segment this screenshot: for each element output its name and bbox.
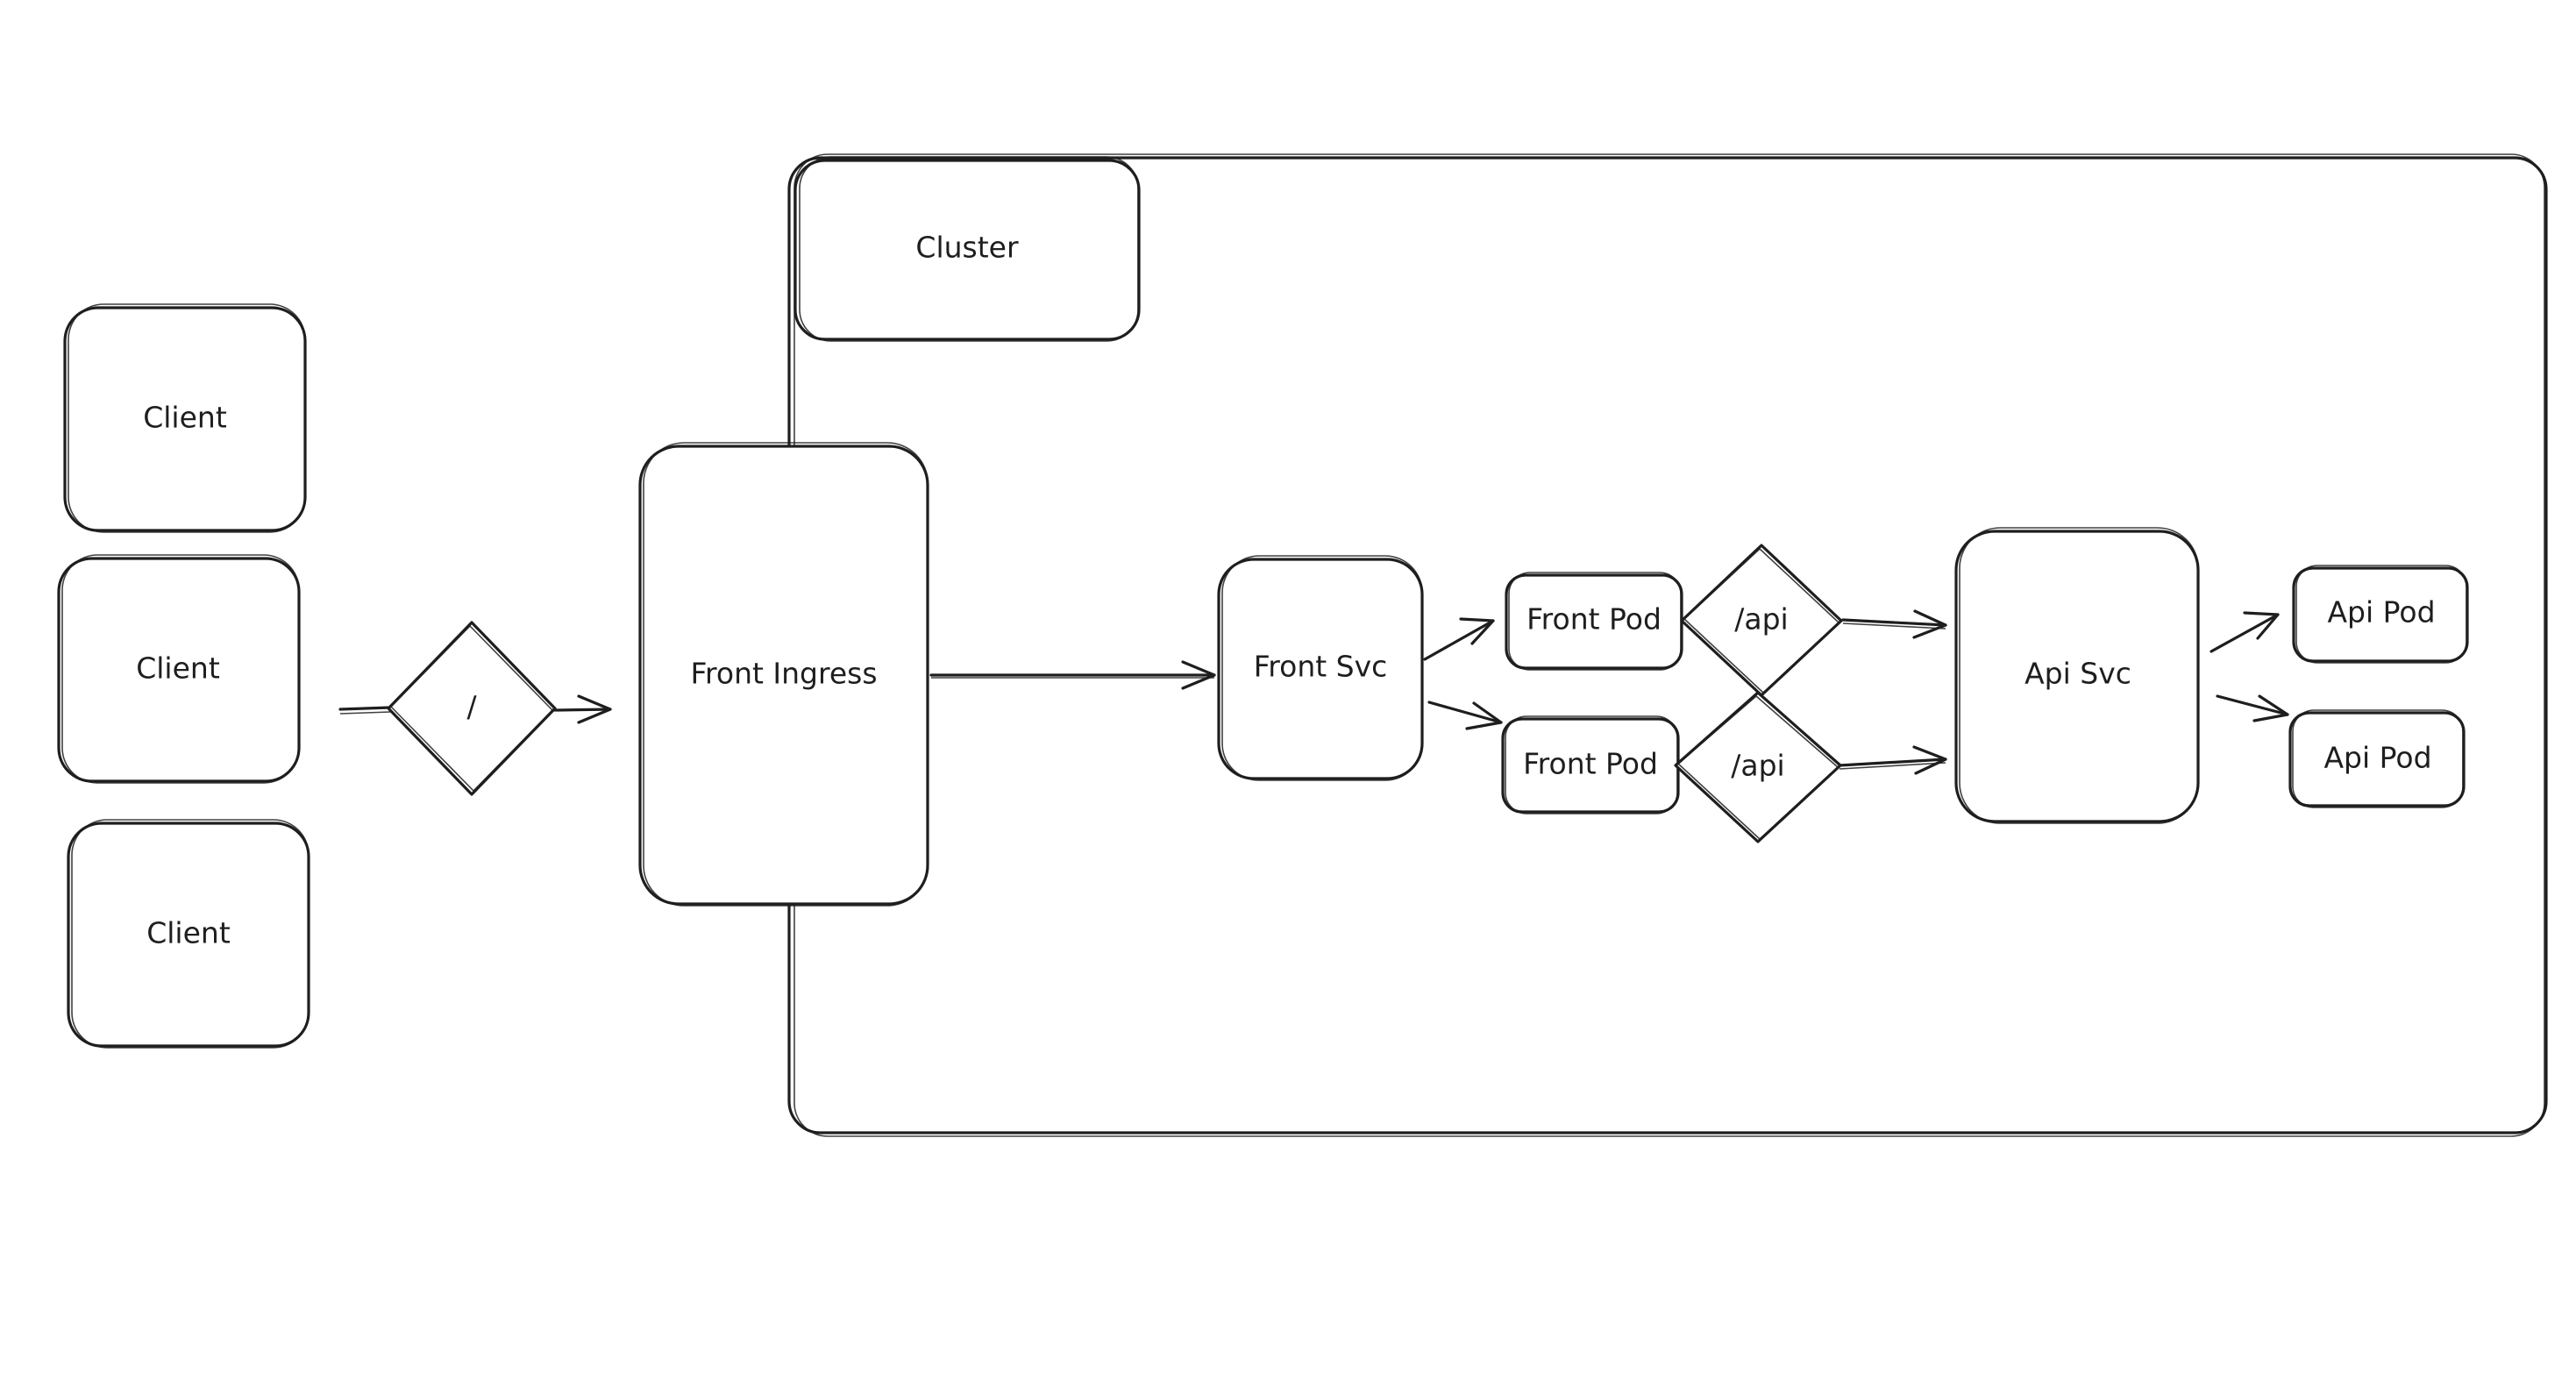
- client-label: Client: [146, 916, 231, 950]
- front-pod-label: Front Pod: [1523, 747, 1658, 781]
- api-pod-node[interactable]: Api Pod: [2288, 709, 2466, 808]
- front-pod-label: Front Pod: [1526, 602, 1662, 637]
- cluster-label-box[interactable]: Cluster: [793, 156, 1141, 342]
- api-route-to-api-svc-arrow[interactable]: [1838, 745, 1947, 775]
- api-pod-node[interactable]: Api Pod: [2292, 565, 2469, 664]
- front-ingress-node[interactable]: Front Ingress: [638, 442, 929, 907]
- cluster-label: Cluster: [915, 231, 1019, 265]
- api-route-label: /api: [1731, 749, 1784, 783]
- api-pod-label: Api Pod: [2327, 595, 2435, 630]
- front-svc-node[interactable]: Front Svc: [1217, 555, 1424, 781]
- api-svc-to-api-pod-arrow[interactable]: [2216, 694, 2289, 722]
- front-svc-label: Front Svc: [1254, 650, 1388, 684]
- client-label: Client: [136, 651, 220, 686]
- client-node[interactable]: Client: [63, 303, 307, 533]
- api-svc-node[interactable]: Api Svc: [1954, 527, 2200, 824]
- client-label: Client: [143, 401, 227, 435]
- api-route-decision[interactable]: /api: [1674, 691, 1842, 843]
- client-node[interactable]: Client: [57, 554, 301, 784]
- front-ingress-label: Front Ingress: [690, 657, 877, 691]
- client-to-route-edge[interactable]: [338, 706, 392, 715]
- ingress-to-front-svc-arrow[interactable]: [929, 660, 1216, 690]
- front-pod-node[interactable]: Front Pod: [1501, 715, 1680, 814]
- front-svc-to-front-pod-arrow[interactable]: [1427, 701, 1503, 730]
- front-svc-to-front-pod-arrow[interactable]: [1423, 617, 1495, 661]
- route-to-ingress-arrow[interactable]: [553, 694, 612, 724]
- api-svc-label: Api Svc: [2025, 657, 2131, 691]
- api-pod-label: Api Pod: [2323, 741, 2431, 775]
- front-pod-node[interactable]: Front Pod: [1505, 572, 1683, 671]
- root-route-label: /: [466, 690, 477, 724]
- api-route-to-api-svc-arrow[interactable]: [1841, 609, 1947, 639]
- client-node[interactable]: Client: [67, 819, 310, 1049]
- root-route-decision[interactable]: /: [387, 621, 557, 796]
- api-svc-to-api-pod-arrow[interactable]: [2210, 611, 2280, 653]
- api-route-label: /api: [1734, 602, 1788, 637]
